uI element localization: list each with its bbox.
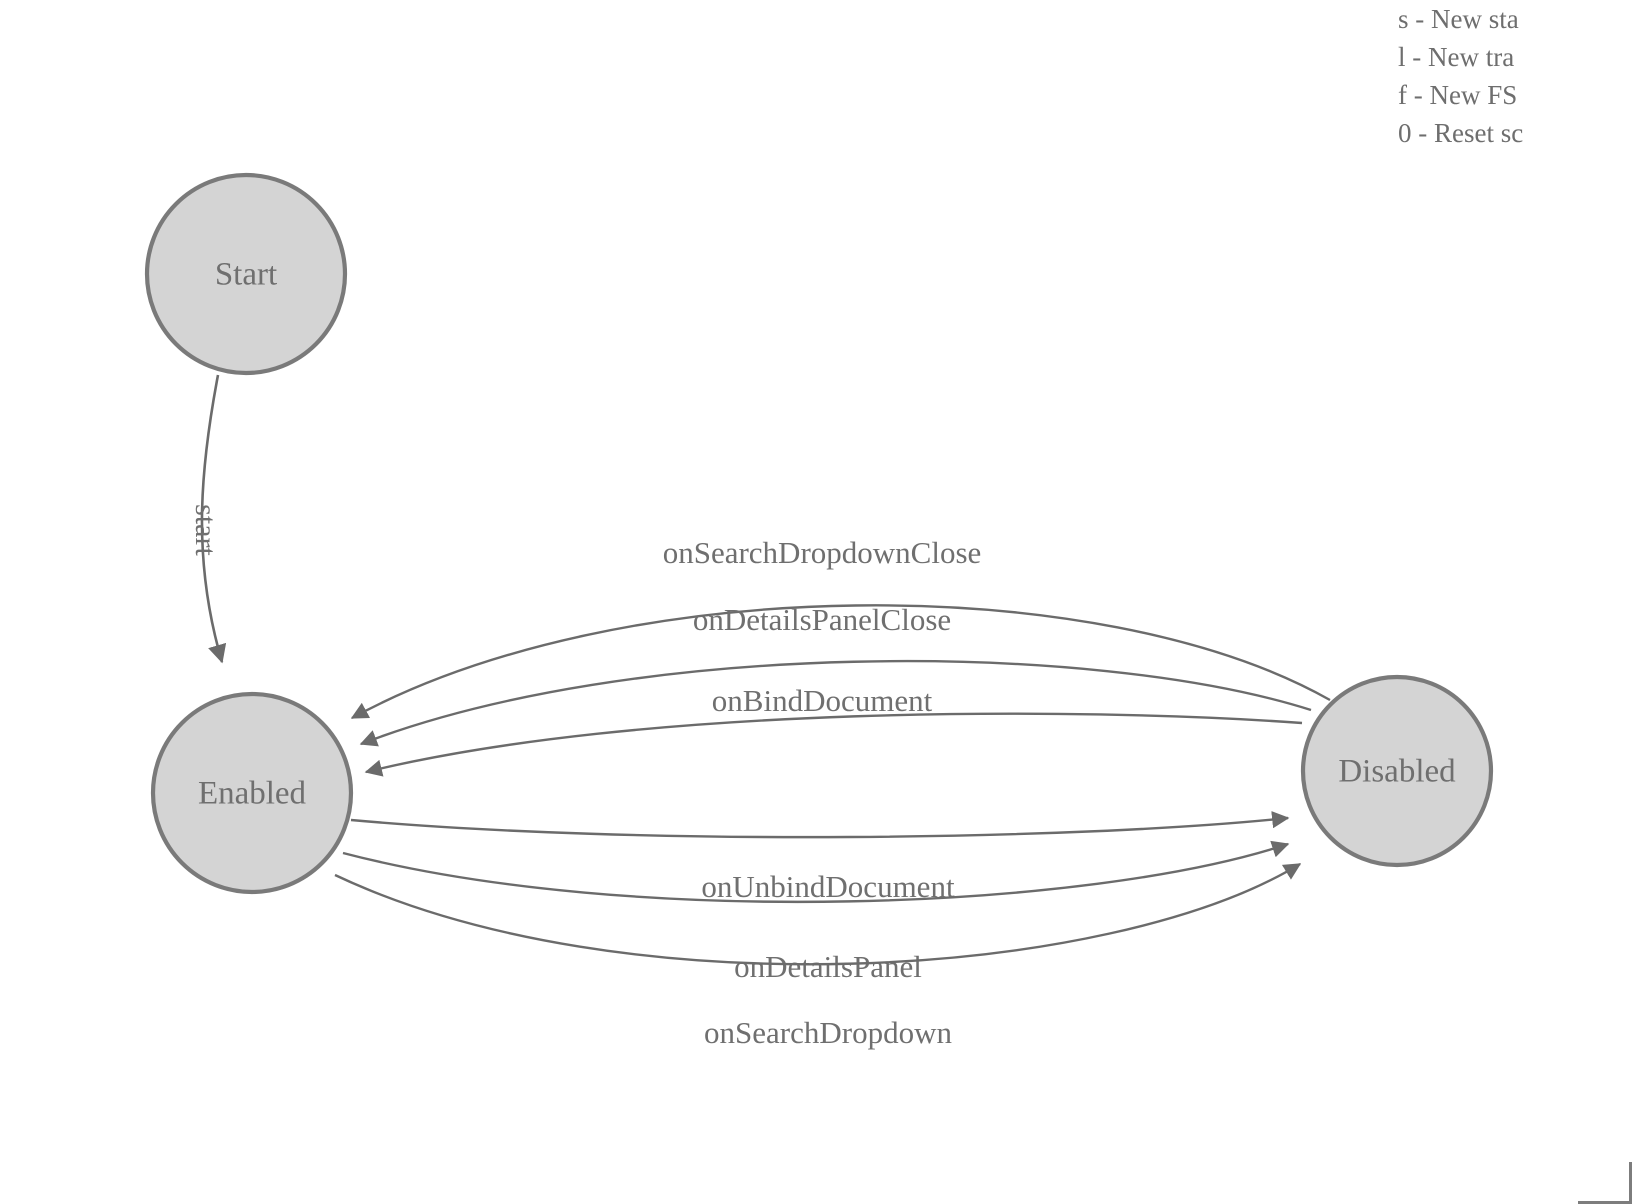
state-node-start[interactable]: Start <box>144 172 348 376</box>
transition-ondetailspanelclose-label: onDetailsPanelClose <box>693 602 951 637</box>
state-node-enabled-circle[interactable] <box>150 691 354 895</box>
transition-ondetailspanelclose[interactable]: onDetailsPanelClose <box>359 602 1312 747</box>
state-node-start-label: Start <box>215 257 277 293</box>
transition-onunbinddocument-label: onUnbindDocument <box>701 869 955 904</box>
transition-onsearchdropdownclose[interactable]: onSearchDropdownClose <box>350 535 1331 720</box>
transition-onsearchdropdown[interactable]: onSearchDropdown <box>334 862 1302 1050</box>
transition-onunbinddocument[interactable]: onUnbindDocument <box>350 811 1290 904</box>
state-node-start-circle[interactable] <box>144 172 348 376</box>
transition-onbinddocument-path <box>364 712 1303 777</box>
transition-ondetailspanel[interactable]: onDetailsPanel <box>342 840 1290 984</box>
state-node-disabled-label: Disabled <box>1338 754 1456 790</box>
state-node-enabled-label: Enabled <box>198 776 307 812</box>
state-node-disabled[interactable]: Disabled <box>1300 674 1494 868</box>
transition-onunbinddocument-path <box>350 811 1290 839</box>
transition-start-path <box>200 374 227 664</box>
state-node-disabled-circle[interactable] <box>1300 674 1494 868</box>
transition-ondetailspanelclose-path <box>359 659 1312 747</box>
transition-onsearchdropdownclose-path <box>350 604 1331 720</box>
transition-onsearchdropdown-path <box>334 862 1302 966</box>
transition-start[interactable]: start <box>189 374 227 664</box>
transition-ondetailspanel-path <box>342 840 1290 904</box>
transition-onbinddocument-label: onBindDocument <box>712 683 933 718</box>
transition-start-label: start <box>189 504 222 556</box>
transition-onbinddocument[interactable]: onBindDocument <box>364 683 1303 777</box>
state-node-enabled[interactable]: Enabled <box>150 691 354 895</box>
transition-ondetailspanel-label: onDetailsPanel <box>734 949 922 984</box>
transition-onsearchdropdownclose-label: onSearchDropdownClose <box>663 535 982 570</box>
transition-onsearchdropdown-label: onSearchDropdown <box>704 1015 952 1050</box>
